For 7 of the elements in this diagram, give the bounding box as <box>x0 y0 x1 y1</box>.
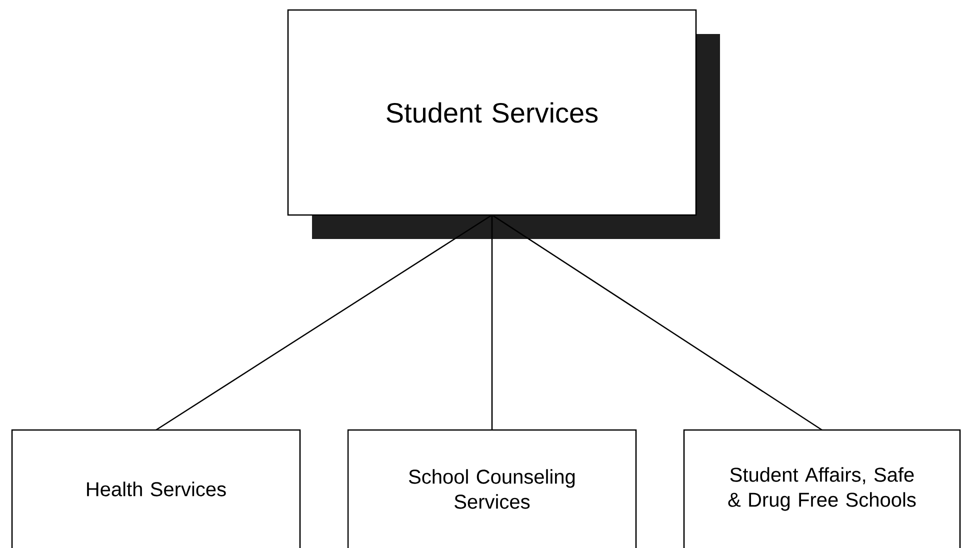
department-box: Student Affairs, Safe & Drug Free Schools <box>683 429 961 548</box>
connector-line <box>156 214 492 431</box>
department-box: School Counseling Services <box>347 429 637 548</box>
connector-line <box>491 215 493 430</box>
department-box: Health Services <box>11 429 301 548</box>
connector-line <box>492 214 822 431</box>
title-box: Student Services <box>287 9 720 239</box>
